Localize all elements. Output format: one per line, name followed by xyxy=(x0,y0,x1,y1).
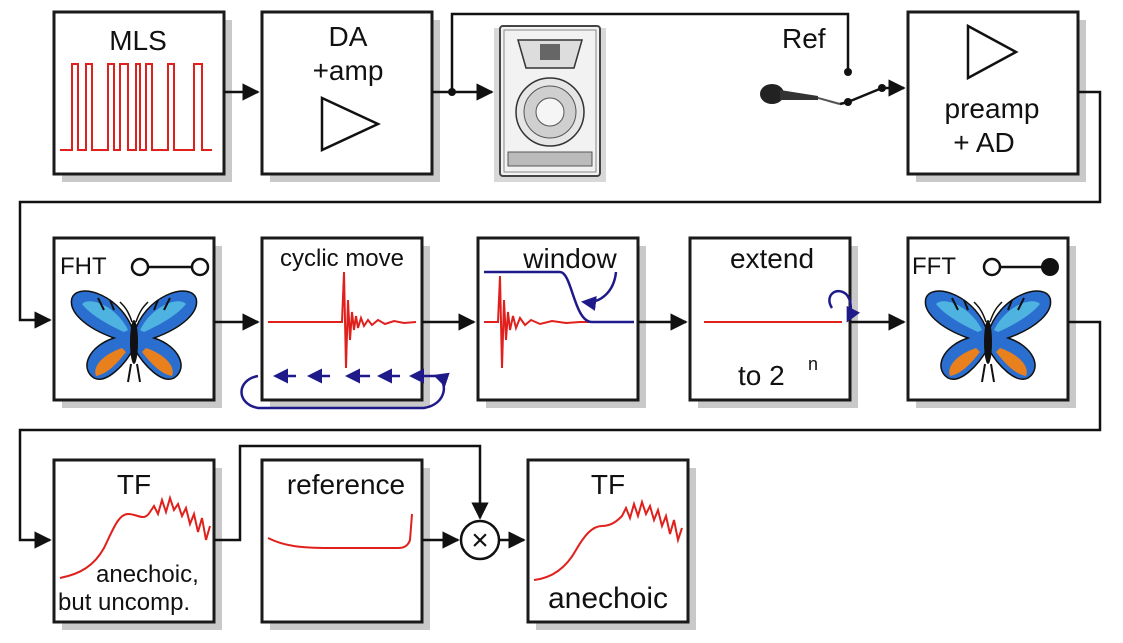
tf-anechoic-label: TF xyxy=(591,469,625,500)
reference-curve xyxy=(267,513,413,549)
multiplier-node: × xyxy=(459,519,501,561)
window-label: window xyxy=(522,243,617,274)
extend-label: extend xyxy=(730,243,814,274)
fht-block: FHT xyxy=(52,236,222,408)
wire-tf-to-multiplier-top xyxy=(214,444,489,542)
window-slide-arrow xyxy=(581,271,618,311)
fft-label: FFT xyxy=(912,253,956,280)
tf-uncomp-curve xyxy=(59,494,211,579)
da-label: DA xyxy=(329,21,368,52)
cyclic-move-block: cyclic move xyxy=(240,236,450,410)
tf-anechoic-note: anechoic xyxy=(548,582,668,615)
microphone-icon xyxy=(760,84,841,105)
tf-anechoic-block: TF anechoic xyxy=(526,458,696,630)
reference-switch xyxy=(839,68,886,106)
tf-uncomp-label: TF xyxy=(117,469,151,500)
preamp-triangle-icon xyxy=(966,23,1019,81)
fht-label: FHT xyxy=(60,253,107,280)
extend-superscript: n xyxy=(808,354,818,374)
preamp-ad-block: preamp + AD xyxy=(906,10,1086,182)
mls-label: MLS xyxy=(109,25,167,56)
da-amp-block: DA +amp xyxy=(260,10,440,182)
cyclic-move-label: cyclic move xyxy=(280,245,404,272)
impulse-response-trace xyxy=(268,271,417,369)
windowed-response-trace xyxy=(484,275,634,369)
reference-label: reference xyxy=(287,469,405,500)
wire-reference-tap xyxy=(450,12,850,92)
loudspeaker-icon xyxy=(494,25,606,182)
mls-signal xyxy=(60,63,212,151)
tf-uncompensated-block: TF anechoic, but uncomp. xyxy=(52,458,222,630)
wire-row2-to-row3 xyxy=(18,320,1102,549)
ad-label: + AD xyxy=(953,127,1014,158)
extend-block: extend to 2 n xyxy=(688,236,861,408)
amp-label: +amp xyxy=(313,55,384,86)
tf-uncomp-note2: but uncomp. xyxy=(58,589,190,616)
extend-note: to 2 xyxy=(738,360,785,391)
window-block: window xyxy=(476,236,646,408)
fft-block: FFT xyxy=(906,236,1076,408)
tf-uncomp-note1: anechoic, xyxy=(96,561,199,588)
amplifier-triangle-icon xyxy=(320,96,381,152)
mls-block: MLS xyxy=(52,10,232,182)
window-function-curve xyxy=(484,270,634,324)
wire-row1-to-row2 xyxy=(18,90,1102,329)
multiply-symbol: × xyxy=(471,524,489,557)
ref-label: Ref xyxy=(782,23,826,54)
cyclic-wrap-loop xyxy=(240,372,450,410)
tf-anechoic-curve xyxy=(533,498,683,581)
preamp-label: preamp xyxy=(945,93,1040,124)
extend-arrow xyxy=(828,289,861,323)
reference-block: reference xyxy=(260,458,430,630)
